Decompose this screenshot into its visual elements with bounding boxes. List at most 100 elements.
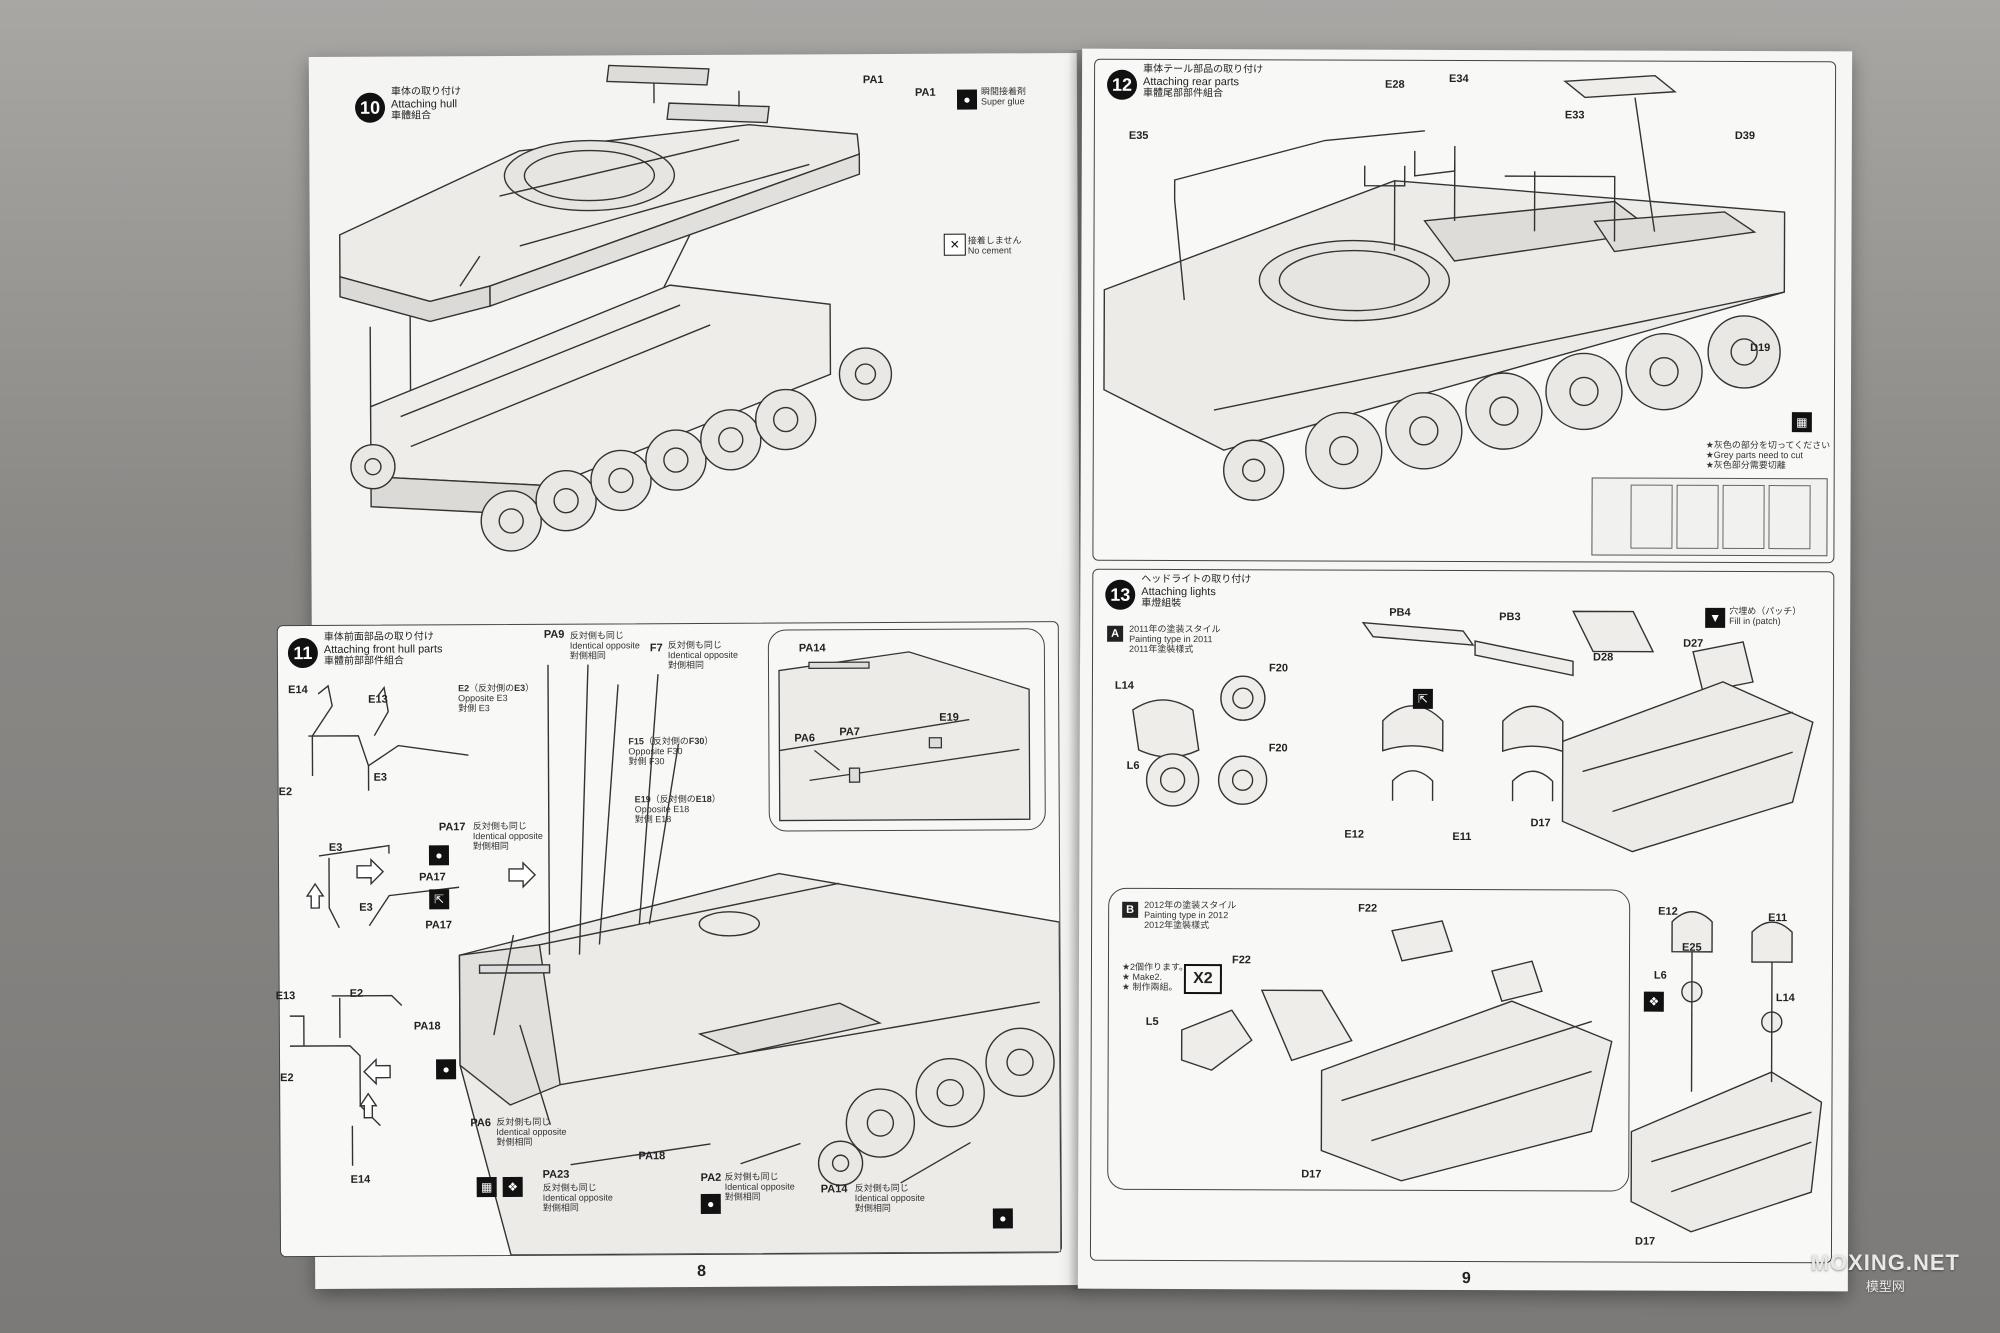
note-cn: 對側 E18 (634, 814, 672, 825)
note-jp: 2012年の塗装スタイル (1144, 899, 1237, 911)
note-cn: ★ 制作兩組。 (1121, 981, 1178, 992)
fill-in-note: 穴埋め（パッチ） Fill in (patch) (1729, 606, 1801, 626)
inset-drawing (778, 651, 1031, 822)
watermark: MOXING.NET 模型网 (1811, 1250, 1960, 1295)
note-cn: 對側 F30 (628, 756, 665, 767)
part-label: E12 (1344, 828, 1365, 841)
part-note: E19（反対側のE18） Opposite E18 對側 E18 (635, 794, 721, 824)
note-en: Painting type in 2011 (1129, 633, 1213, 645)
part-label: D17 (1301, 1168, 1322, 1181)
note-cn: 對側相同 (724, 1191, 761, 1202)
part-label: PA6 (794, 732, 815, 745)
part-label: E2 (280, 1072, 294, 1085)
part-label: L6 (1653, 969, 1667, 982)
paint-icon: ▦ (1791, 412, 1812, 433)
note-jp: （反対側の (650, 794, 696, 805)
cut-note-en: ★Grey parts need to cut (1705, 449, 1803, 461)
grid-cell (1768, 485, 1811, 550)
part-note: 反対側も同じ Identical opposite 對側相同 (473, 821, 543, 851)
note-cn: 2012年塗裝樣式 (1144, 919, 1210, 931)
part-label: E14 (288, 684, 308, 697)
part-label: E11 (1452, 830, 1472, 844)
part-note: E2（反対側のE3） Opposite E3 對側 E3 (458, 683, 534, 713)
part-label: PA9 (543, 628, 565, 641)
note-jp: ★2個作ります。 (1121, 961, 1189, 973)
part-note: 反対側も同じ Identical opposite 對側相同 (496, 1117, 566, 1147)
watermark-line1: MOXING.NET (1810, 1250, 1960, 1275)
part-label: E3 (359, 901, 373, 914)
note-en: Identical opposite (724, 1181, 795, 1192)
note-en: Opposite F30 (628, 746, 683, 757)
cut-icon: ⇱ (429, 889, 450, 910)
note-jp: 反対側も同じ (472, 820, 527, 832)
note-cn: 對側相同 (854, 1202, 891, 1214)
detail-inset: PA14 PA6 PA7 E19 (767, 628, 1046, 832)
hull-assembly-drawing (339, 64, 893, 552)
part-label: PA14 (820, 1183, 848, 1196)
note-cn: 對側相同 (472, 840, 509, 852)
variant-note: 2011年の塗装スタイル Painting type in 2011 2011年… (1129, 624, 1220, 654)
note-en: Identical opposite (569, 640, 640, 651)
variant-b-box (1107, 887, 1631, 1192)
make-two-note: ★2個作ります。 ★ Make2. ★ 制作兩組。 (1122, 962, 1188, 992)
part-label: L14 (1775, 992, 1795, 1005)
quantity-badge: X2 (1183, 964, 1222, 995)
note-cn: 對側相同 (496, 1136, 533, 1148)
part-label: E2 (278, 786, 293, 799)
note-en: Identical opposite (667, 649, 739, 661)
part-label: PB3 (1499, 611, 1521, 624)
part-ref: E18 (695, 793, 712, 805)
part-label: E28 (1385, 78, 1405, 91)
step-title-jp: 車体前面部品の取り付け (323, 631, 434, 643)
grid-cell (1630, 484, 1673, 549)
part-label: E13 (275, 990, 296, 1003)
super-glue-icon: ● (428, 845, 450, 866)
note-cn: 對側相同 (667, 659, 705, 671)
part-label-bold: E19 (634, 794, 651, 805)
part-note: 反対側も同じ Identical opposite 對側相同 (668, 640, 738, 670)
step-title-en: Attaching front hull parts (323, 643, 443, 656)
super-glue-icon: ● (436, 1059, 457, 1080)
part-label: D17 (1634, 1235, 1656, 1248)
part-label: E13 (368, 693, 388, 706)
step-title-en: Attaching rear parts (1143, 75, 1240, 89)
step-title-jp: ヘッドライトの取り付け (1141, 573, 1252, 586)
note-en: Painting type in 2012 (1144, 909, 1229, 921)
note-jp: 反対側も同じ (724, 1171, 779, 1182)
part-label: D39 (1734, 129, 1756, 143)
part-note: 反対側も同じ Identical opposite 對側相同 (570, 630, 640, 660)
part-label: PA18 (638, 1150, 666, 1163)
step-13-panel: 13 ヘッドライトの取り付け Attaching lights 車燈組裝 A 2… (1089, 568, 1835, 1264)
part-label: PA14 (798, 642, 826, 655)
note-jp: 反対側も同じ (496, 1116, 551, 1128)
part-label: PA17 (438, 821, 466, 834)
part-label: E25 (1682, 941, 1702, 954)
part-label-bold: E2 (458, 683, 470, 694)
step-title: 車体テール部品の取り付け Attaching rear parts 車體尾部部件… (1143, 64, 1263, 100)
variant-note: 2012年の塗装スタイル Painting type in 2012 2012年… (1144, 900, 1236, 930)
note-en: Opposite E3 (458, 692, 508, 704)
symmetry-icon: ❖ (1643, 991, 1664, 1012)
note-jp: 反対側も同じ (667, 639, 722, 651)
part-label: F22 (1358, 902, 1378, 915)
part-label: E12 (1658, 905, 1678, 918)
lights-drawing (1132, 610, 1823, 1233)
cut-note-cn: ★灰色部分需要切離 (1705, 459, 1786, 471)
part-label: D27 (1683, 637, 1704, 650)
cut-parts-inset (1591, 477, 1828, 557)
step-10-section: 10 車体の取り付け Attaching hull 車體組合 PA1 PA1 C… (309, 53, 1077, 552)
part-ref: F30 (688, 735, 705, 747)
part-label: L14 (1114, 679, 1134, 692)
note-jp: 穴埋め（パッチ） (1729, 605, 1802, 617)
part-label: PA17 (419, 871, 446, 884)
note-en: Fill in (patch) (1729, 615, 1781, 627)
part-label: L5 (1145, 1015, 1159, 1028)
step-title: ヘッドライトの取り付け Attaching lights 車燈組裝 (1141, 574, 1251, 610)
cut-icon: ⇱ (1412, 688, 1433, 709)
variant-tag: B (1122, 901, 1139, 918)
part-label: L6 (1126, 759, 1140, 772)
part-label: PA17 (425, 919, 453, 932)
note-close: ） (711, 793, 721, 804)
note-en: Identical opposite (472, 830, 543, 842)
cut-note: ★灰色の部分を切ってください ★Grey parts need to cut ★… (1706, 440, 1830, 470)
